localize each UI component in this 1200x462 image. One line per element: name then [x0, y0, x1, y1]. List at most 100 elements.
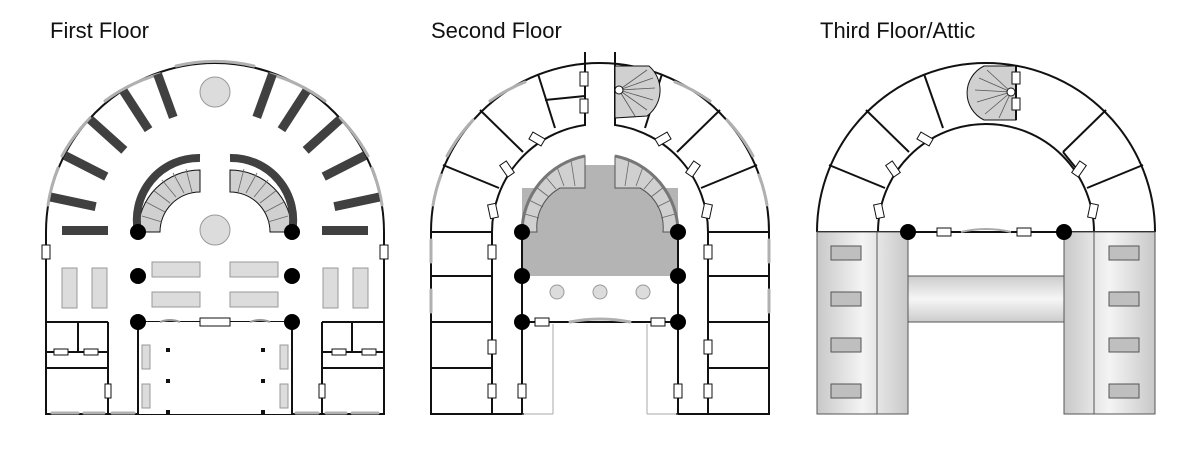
table: [141, 383, 151, 409]
door: [701, 202, 713, 220]
third-floor-plan: [816, 62, 1156, 415]
room-wall: [828, 164, 886, 189]
bench: [277, 88, 311, 133]
door: [83, 348, 99, 356]
column: [514, 224, 530, 240]
bench: [63, 151, 109, 181]
door: [1011, 71, 1021, 85]
door: [487, 339, 497, 355]
door: [318, 383, 326, 399]
room-wall: [1062, 109, 1107, 153]
window: [431, 173, 443, 207]
post: [166, 348, 170, 352]
door: [104, 383, 112, 399]
door: [199, 317, 231, 327]
atrium-void: [522, 188, 678, 276]
door: [1087, 202, 1099, 220]
dormer: [1108, 291, 1140, 307]
bench: [119, 88, 153, 133]
door: [685, 160, 701, 178]
spiral-stair: [614, 65, 661, 119]
room-wall: [700, 164, 758, 189]
door: [1016, 227, 1032, 237]
room-wall: [865, 109, 910, 153]
column: [284, 314, 300, 330]
second-floor-plan: [429, 52, 771, 416]
room-wall: [442, 164, 500, 189]
dormer: [830, 337, 862, 353]
window: [757, 173, 769, 207]
dormer: [830, 245, 862, 261]
door: [650, 317, 666, 327]
dormer: [830, 291, 862, 307]
bench: [302, 116, 343, 154]
window: [488, 80, 527, 103]
window: [370, 166, 384, 207]
door: [487, 383, 497, 399]
room-wall: [537, 73, 556, 129]
door: [528, 131, 546, 147]
dormer: [1108, 383, 1140, 399]
bench: [252, 72, 277, 119]
post: [166, 410, 170, 414]
door: [673, 383, 683, 399]
window: [673, 80, 712, 103]
post: [261, 379, 265, 383]
third-floor-title: Third Floor/Attic: [820, 18, 976, 43]
door: [873, 202, 885, 220]
door-glazing: [159, 319, 271, 323]
first-floor-panel: First Floor: [0, 0, 400, 462]
bench: [333, 192, 381, 212]
column: [284, 268, 300, 284]
door: [703, 383, 713, 399]
door: [499, 160, 515, 178]
third-floor-panel: Third Floor/Attic: [771, 0, 1171, 462]
window: [174, 59, 256, 68]
column: [130, 268, 146, 284]
column: [130, 314, 146, 330]
room-wall: [1086, 164, 1144, 189]
door: [331, 348, 347, 356]
dormer: [1108, 337, 1140, 353]
table: [279, 383, 289, 409]
post: [261, 410, 265, 414]
door: [579, 98, 589, 114]
door: [41, 244, 51, 260]
door: [936, 227, 952, 237]
door: [654, 131, 672, 147]
window: [60, 116, 92, 158]
door: [53, 348, 69, 356]
corridor-ring: [877, 122, 1095, 233]
door: [885, 160, 901, 178]
door: [517, 383, 527, 399]
round-table: [635, 284, 651, 300]
round-table: [592, 284, 608, 300]
door: [1011, 97, 1021, 111]
column: [670, 268, 686, 284]
table: [229, 291, 279, 308]
outer-wall: [816, 62, 1156, 233]
column: [514, 314, 530, 330]
door: [361, 348, 377, 356]
window: [46, 166, 60, 207]
round-table: [199, 76, 231, 108]
column: [900, 224, 916, 240]
door: [534, 317, 550, 327]
round-table: [199, 214, 231, 246]
room-wall: [676, 109, 721, 153]
table: [61, 267, 78, 309]
second-floor-title: Second Floor: [431, 18, 562, 43]
door: [579, 71, 589, 87]
round-table: [549, 284, 565, 300]
room-wall: [923, 73, 944, 129]
door: [487, 244, 497, 260]
stair-left-wall: [132, 153, 201, 233]
bench: [87, 116, 128, 154]
room-wall: [1062, 151, 1077, 169]
post: [166, 379, 170, 383]
room-wall: [479, 109, 524, 153]
table: [352, 267, 369, 309]
dormer: [1108, 245, 1140, 261]
spiral-stair: [966, 65, 1017, 121]
table: [151, 291, 201, 308]
